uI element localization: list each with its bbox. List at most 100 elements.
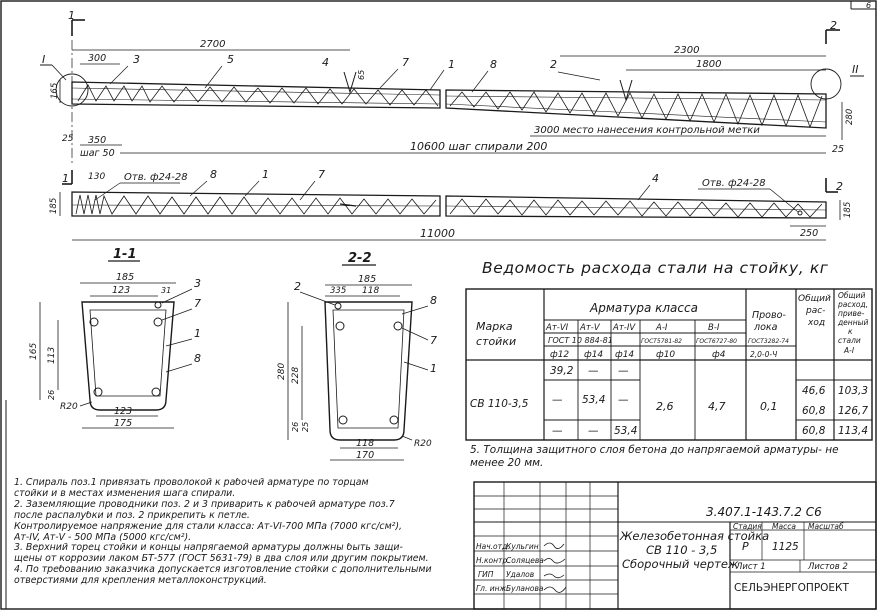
- section-mark-1-top: 1: [68, 9, 75, 22]
- mass-value: 1125: [772, 541, 799, 553]
- signature-2: [543, 558, 566, 564]
- dim-2700: 2700: [200, 39, 225, 50]
- corner-mark: 6: [866, 1, 871, 10]
- stage-label: Стадия: [733, 522, 762, 531]
- wire-header-2: лока: [753, 322, 778, 333]
- name-1: Кульгин: [506, 542, 539, 551]
- signature-3: [543, 573, 565, 579]
- pos-4-bottom-leader: [637, 184, 651, 201]
- note-line: стойки и в местах изменения шага спирали…: [14, 488, 236, 499]
- s11-bar-ground: [154, 301, 162, 309]
- organization: СЕЛЬЭНЕРГОПРОЕКТ: [734, 582, 850, 594]
- s11-dim-123: 123: [112, 285, 130, 296]
- pos-7-leader: [379, 68, 399, 89]
- doc-name-1: Железобетонная стойка: [619, 529, 769, 543]
- section-1-1: 1-1 185 123 31 165 113 26 R20 123 175 3 …: [29, 247, 201, 429]
- class-at5: Ат-V: [579, 323, 601, 333]
- cell-r2-c3: —: [618, 394, 629, 406]
- cell-r1-c3: —: [618, 365, 629, 377]
- spiral-left: [77, 84, 439, 107]
- elevation-bottom: 1 130 Отв. ф24-28 8 1 7 185 4 Отв. ф24-2…: [49, 168, 853, 241]
- role-4: Гл. инж.: [476, 584, 509, 593]
- s11-bar-tl: [89, 317, 99, 327]
- total-header-1: Общий: [798, 294, 831, 304]
- cell-b1: 4,7: [708, 400, 726, 413]
- hole-note-right-leader: [769, 188, 799, 213]
- s11-dim-113: 113: [47, 347, 57, 364]
- cell-r3-c2: —: [588, 425, 599, 437]
- total2-header-7: А-I: [843, 346, 855, 355]
- s11-dim-b123: 123: [114, 406, 132, 417]
- s11-dim-185: 185: [116, 272, 134, 283]
- s11-pos-8: 8: [194, 352, 201, 365]
- s11-pos-7: 7: [194, 297, 201, 310]
- cell-r2-c1: —: [552, 394, 563, 406]
- note-line: 1. Спираль поз.1 привязать проволокой к …: [14, 478, 369, 488]
- pos-5-leader: [204, 65, 223, 89]
- schedule-frame: [465, 288, 873, 441]
- note-line: отверстиями для крепления металлоконстру…: [14, 576, 267, 587]
- s11-outline: [81, 301, 175, 411]
- s11-dim-b175: 175: [114, 418, 132, 429]
- note-line: 2. Заземляющие проводники поз. 2 и 3 при…: [14, 499, 395, 510]
- rebar-class-header: Арматура класса: [589, 301, 698, 315]
- signature-1: [543, 542, 565, 549]
- section-mark-2-top: 2: [830, 19, 837, 32]
- dim-25-left: 25: [62, 134, 74, 144]
- s22-outline: [324, 301, 413, 441]
- dim-185-right: 185: [843, 202, 853, 218]
- spiral-right: [449, 91, 823, 129]
- rebar-bottom-right: [445, 103, 827, 123]
- node-mark-1: I: [42, 53, 45, 66]
- s22-bar-br: [389, 415, 399, 425]
- dia-10: ф10: [656, 350, 675, 360]
- node-2-circle: [810, 68, 842, 100]
- pos-1-bottom: 1: [262, 168, 269, 181]
- total-a1-1: 103,3: [838, 385, 868, 397]
- elevation-top: 1 2700 300 I 165 3 5 4 65 7: [40, 9, 864, 165]
- s22-dim-b170: 170: [356, 450, 374, 461]
- section-2-2: 2-2 185 335 118 280 228 26 25 118 170 R2…: [277, 251, 437, 461]
- signature-4: [543, 586, 567, 593]
- s22-pos-1: 1: [430, 362, 437, 375]
- dim-65: 65: [357, 70, 366, 80]
- total-header-2: рас-: [805, 306, 825, 316]
- doc-code: 3.407.1-143.7.2 С6: [706, 505, 822, 519]
- s11-pos-3: 3: [194, 277, 201, 290]
- title-block: 3.407.1-143.7.2 С6 Железобетонная стойка…: [473, 481, 877, 610]
- note-line: 3. Верхний торец стойки и концы напрягае…: [14, 543, 403, 554]
- s22-pos-8-leader: [401, 305, 429, 315]
- total2-header-6: стали: [838, 336, 861, 345]
- hole-note-left: Отв. ф24-28: [124, 172, 188, 183]
- brand-header-1: Марка: [476, 320, 513, 333]
- s22-dim-280: 280: [277, 363, 287, 380]
- pos-3-leader: [109, 65, 129, 85]
- s11-bar-bl: [93, 387, 103, 397]
- dim-185-left: 185: [49, 198, 59, 214]
- s11-bar-br: [151, 387, 161, 397]
- s11-bar-tr: [153, 317, 163, 327]
- pos-2: 2: [550, 58, 557, 71]
- s22-dim-185: 185: [358, 274, 376, 285]
- note-line: Контролируемое напряжение для стали клас…: [14, 521, 403, 532]
- dia-14b: ф14: [615, 350, 634, 360]
- s22-dim-26: 26: [291, 422, 300, 432]
- total2-header-5: к: [848, 327, 853, 336]
- wire-header-1: Прово-: [752, 310, 786, 321]
- note-line: Ат-IV, Ат-V - 500 МПа (5000 кгс/см²).: [14, 532, 192, 543]
- s22-bar-tl: [335, 321, 345, 331]
- pos-7-bottom-leader: [299, 180, 316, 201]
- pos-1: 1: [448, 58, 455, 71]
- s11-spiral: [89, 309, 167, 397]
- pole-b-left-segment: [71, 191, 441, 217]
- lifting-loop-left: [343, 71, 357, 94]
- section-mark-1-bottom: 1: [62, 172, 69, 185]
- brand-header-2: стойки: [476, 335, 516, 348]
- s22-r20: R20: [414, 439, 432, 449]
- pos-7: 7: [402, 56, 409, 69]
- name-3: Удалов: [506, 570, 534, 579]
- cell-r1-c1: 39,2: [550, 365, 574, 377]
- dim-1800: 1800: [696, 59, 721, 70]
